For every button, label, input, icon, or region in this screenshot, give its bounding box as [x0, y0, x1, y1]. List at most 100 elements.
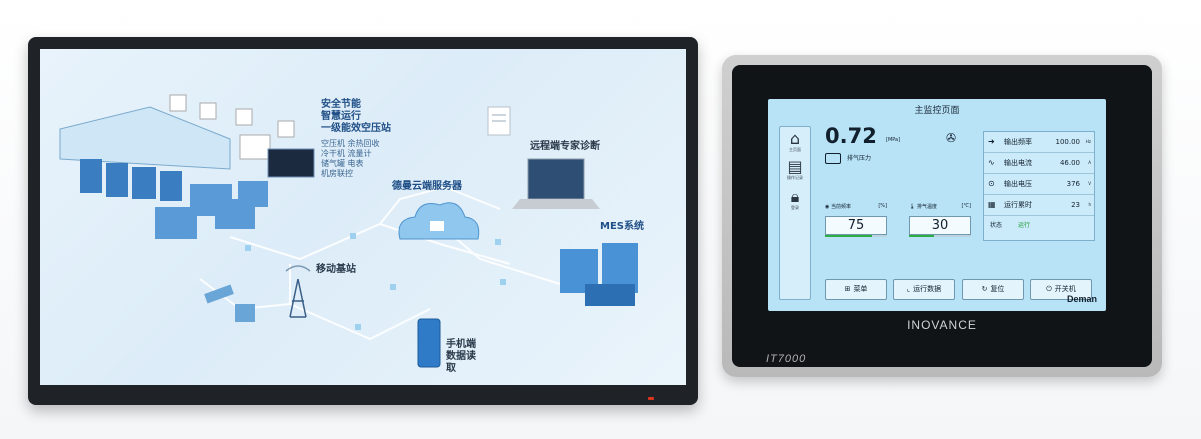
- link-node: [390, 284, 396, 290]
- pressure-label-text: 排气压力: [847, 155, 872, 162]
- link-node: [245, 245, 251, 251]
- compressor-icon: [825, 153, 841, 164]
- link-node: [355, 324, 361, 330]
- power-icon: ⏻: [1046, 285, 1052, 293]
- base-station-label: 移动基站: [316, 264, 356, 275]
- menu-button[interactable]: ⊞菜单: [825, 279, 887, 300]
- param-value: 23: [1071, 201, 1080, 209]
- footer-brand-logo: Deman: [1066, 294, 1097, 304]
- temperature-bar-fill: [909, 235, 934, 237]
- feature-row: 储气罐 电表: [321, 159, 364, 168]
- power-indicator-led: [648, 397, 654, 400]
- frequency-gauge: ◉ 当前频率 [%] 75: [825, 203, 887, 239]
- device-model-label: IT7000: [766, 353, 807, 365]
- link-node: [495, 239, 501, 245]
- temperature-value: 30: [909, 216, 971, 235]
- caption-line: 数据读取: [446, 351, 476, 374]
- hmi-bezel: 主监控页面 ⌂ 主页面 ▤ 操作记录 🔒︎ 登录 0.72 [MPa] ✇: [732, 65, 1152, 367]
- pressure-label: 排气压力: [825, 153, 871, 164]
- param-label: 运行累时: [1004, 201, 1032, 209]
- param-row-current: ∿ 输出电流 46.00 A: [984, 153, 1094, 174]
- feature-row: 空压机 余热回收: [321, 139, 380, 148]
- param-unit: h: [1088, 202, 1091, 207]
- satellite-illustration: [204, 284, 255, 322]
- gauge-icon: ◉: [825, 204, 831, 210]
- document-search-icon: ▤: [787, 157, 803, 176]
- link-node: [350, 233, 356, 239]
- gauge-label: 当前频率: [830, 204, 851, 210]
- param-unit: Hz: [1085, 139, 1091, 144]
- cell-tower-illustration: [285, 265, 311, 318]
- button-label: 复位: [990, 285, 1005, 293]
- gauge-label: 排气温度: [916, 204, 937, 210]
- air-compressor-station-illustration: [59, 94, 315, 239]
- feature-list: 空压机 余热回收 冷干机 流量计 储气罐 电表 机房联控: [321, 139, 380, 179]
- output-parameters-panel: ➜ 输出频率 100.00 Hz ∿ 输出电流 46.00 A ⊙ 输出电压 3…: [983, 131, 1095, 241]
- hmi-screen: 主监控页面 ⌂ 主页面 ▤ 操作记录 🔒︎ 登录 0.72 [MPa] ✇: [768, 99, 1106, 311]
- remote-diagnosis-label: 远程端专家诊断: [530, 141, 600, 152]
- param-label: 输出电流: [1004, 159, 1032, 167]
- lock-icon: 🔒︎: [790, 187, 800, 206]
- button-label: 菜单: [853, 285, 868, 293]
- feature-row: 机房联控: [321, 169, 353, 178]
- sidebar-item-login[interactable]: 🔒︎ 登录: [780, 189, 810, 211]
- sidebar-item-label: 主页面: [789, 147, 801, 152]
- sidebar-item-label: 登录: [791, 205, 799, 210]
- energy-saving-caption: 安全节能 智慧运行 一级能效空压站: [321, 99, 391, 135]
- caption-line: 一级能效空压站: [321, 123, 391, 134]
- status-badge: 运行: [1018, 222, 1031, 229]
- network-diagram-illustration: [59, 94, 638, 368]
- frequency-value: 75: [825, 216, 887, 235]
- status-row: 状态 运行: [984, 216, 1094, 236]
- mobile-data-label: 手机端 数据读取: [446, 339, 480, 375]
- temperature-bar: [909, 235, 971, 237]
- frequency-bar-fill: [825, 235, 872, 237]
- gauge-header: ◉ 当前频率 [%]: [825, 203, 887, 211]
- grid-icon: ⊞: [844, 285, 851, 293]
- gauge-unit: [℃]: [961, 203, 971, 209]
- large-display-screen: 安全节能 智慧运行 一级能效空压站 空压机 余热回收 冷干机 流量计 储气罐 电…: [40, 49, 686, 385]
- param-value: 100.00: [1055, 138, 1081, 146]
- home-icon: ⌂: [789, 129, 801, 148]
- reset-button[interactable]: ↻复位: [962, 279, 1024, 300]
- thermometer-icon: 🌡︎: [909, 204, 917, 210]
- mes-system-label: MES系统: [600, 221, 644, 232]
- cloud-illustration: [398, 202, 480, 240]
- gauge-unit: [%]: [878, 203, 887, 209]
- button-label: 运行数据: [913, 285, 942, 293]
- mes-server-illustration: [560, 243, 638, 306]
- laptop-illustration: [512, 158, 600, 209]
- param-value: 46.00: [1059, 159, 1080, 167]
- refresh-icon: ↻: [981, 285, 988, 293]
- mobile-phone-illustration: [417, 318, 441, 368]
- hmi-touch-panel: 主监控页面 ⌂ 主页面 ▤ 操作记录 🔒︎ 登录 0.72 [MPa] ✇: [722, 55, 1162, 377]
- status-label: 状态: [990, 222, 1003, 229]
- wave-icon: ∿: [988, 158, 995, 167]
- frequency-bar: [825, 235, 887, 237]
- arrow-right-icon: ➜: [988, 137, 995, 146]
- feature-row: 冷干机 流量计: [321, 149, 372, 158]
- gauge-icon: ⊙: [988, 179, 995, 188]
- param-unit: A: [1088, 160, 1091, 165]
- sidebar-item-records[interactable]: ▤ 操作记录: [780, 159, 810, 181]
- calendar-icon: ▦: [988, 200, 996, 209]
- large-display-monitor: 安全节能 智慧运行 一级能效空压站 空压机 余热回收 冷干机 流量计 储气罐 电…: [28, 37, 698, 405]
- caption-line: 智慧运行: [321, 111, 361, 122]
- link-node: [500, 279, 506, 285]
- chart-icon: ⌞: [906, 285, 911, 293]
- pressure-unit: [MPa]: [886, 137, 901, 143]
- caption-line: 安全节能: [321, 99, 361, 110]
- cloud-server-label: 德曼云端服务器: [392, 181, 462, 192]
- param-value: 376: [1066, 180, 1080, 188]
- run-data-button[interactable]: ⌞运行数据: [893, 279, 955, 300]
- param-row-runtime: ▦ 运行累时 23 h: [984, 195, 1094, 216]
- power-toggle-button[interactable]: ⏻开关机: [1030, 279, 1092, 300]
- page-title: 主监控页面: [914, 106, 960, 116]
- param-label: 输出频率: [1004, 138, 1032, 146]
- sidebar-item-label: 操作记录: [787, 175, 803, 180]
- param-row-voltage: ⊙ 输出电压 376 V: [984, 174, 1094, 195]
- gauge-header: 🌡︎ 排气温度 [℃]: [909, 203, 971, 211]
- temperature-gauge: 🌡︎ 排气温度 [℃] 30: [909, 203, 971, 239]
- sidebar-item-home[interactable]: ⌂ 主页面: [780, 131, 810, 153]
- document-illustration: [487, 106, 511, 136]
